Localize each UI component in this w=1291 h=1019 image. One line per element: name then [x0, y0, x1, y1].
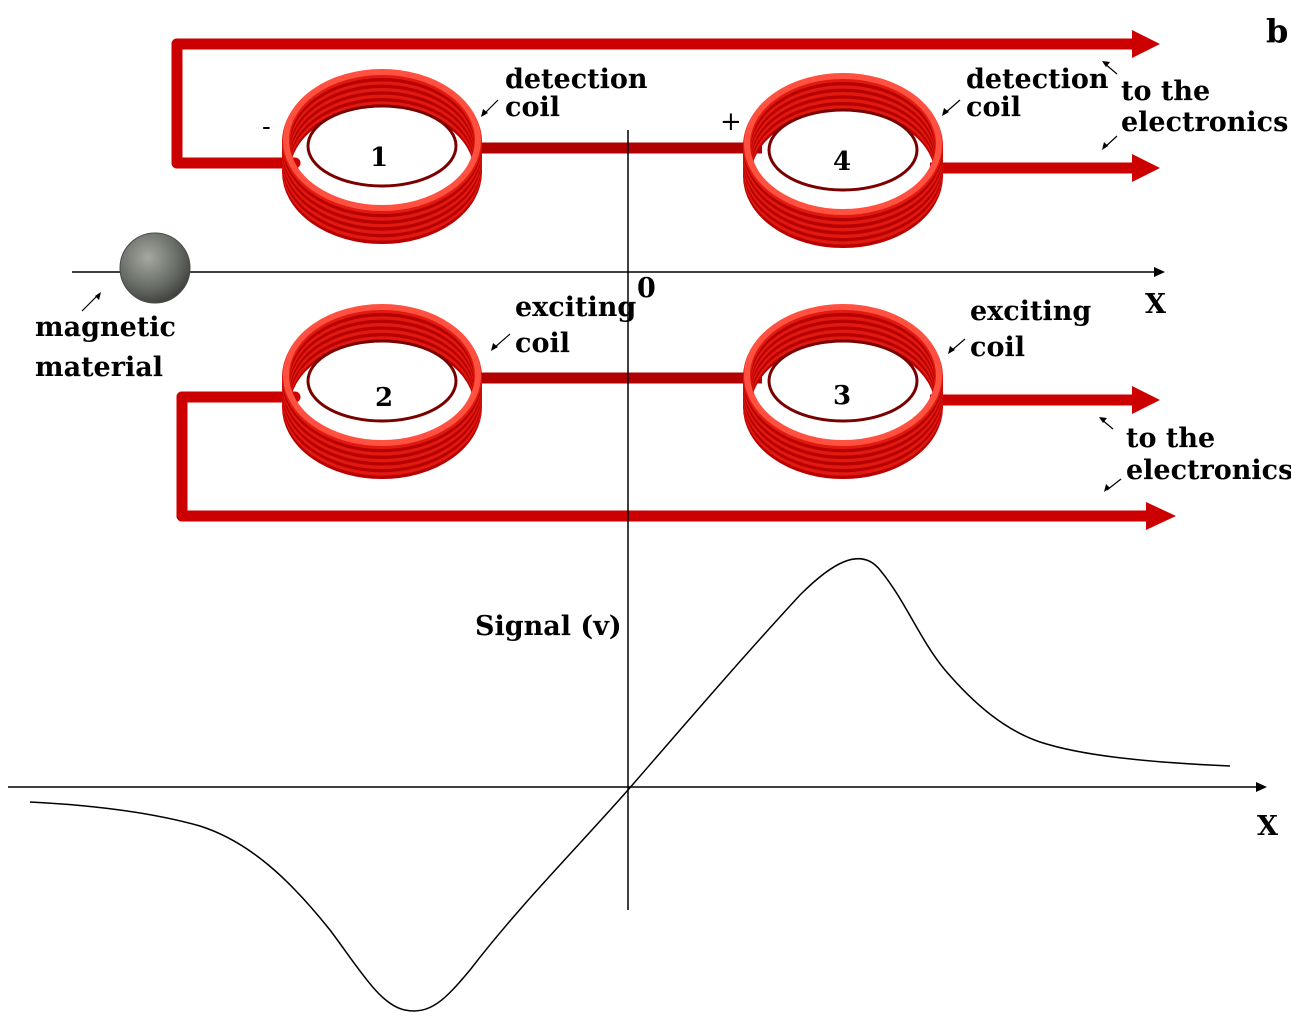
coil-2 — [282, 304, 482, 479]
coil-1 — [282, 69, 482, 244]
exciting-wiring — [176, 372, 1176, 530]
coil-1-number: 1 — [370, 143, 388, 173]
detection-coil-left-line1: detection — [505, 64, 648, 95]
exciting-coil-right-line2: coil — [970, 332, 1025, 363]
coil-2-number: 2 — [375, 383, 393, 413]
detection-coil-right-line1: detection — [966, 64, 1109, 95]
to-electronics-bottom-line2: electronics — [1126, 455, 1291, 486]
detection-coil-left-line2: coil — [505, 92, 560, 123]
coil-3 — [743, 304, 943, 479]
exciting-coil-right-line1: exciting — [970, 296, 1091, 327]
exciting-coil-left-line2: coil — [515, 328, 570, 359]
to-electronics-top-line2: electronics — [1121, 107, 1288, 138]
signal-axis-label: Signal (v) — [475, 611, 622, 642]
x-axis-bottom-label: X — [1257, 811, 1278, 842]
coil-4-sign: + — [720, 107, 742, 137]
x-axis-top-label: X — [1145, 289, 1166, 320]
origin-label: 0 — [637, 273, 656, 304]
coil-4-number: 4 — [833, 147, 851, 177]
coil-4 — [743, 73, 943, 248]
magnetic-material-line1: magnetic — [35, 312, 176, 343]
exciting-coil-left-line1: exciting — [515, 292, 636, 323]
magnetic-material-sphere — [119, 232, 191, 304]
coils — [282, 69, 943, 479]
upper-x-axis — [72, 130, 1165, 545]
coil-1-sign: - — [262, 112, 271, 142]
coil-3-number: 3 — [833, 381, 851, 411]
detection-coil-right-line2: coil — [966, 92, 1021, 123]
detection-wiring — [171, 30, 1160, 182]
panel-label: b — [1266, 12, 1288, 50]
magnetic-material-line2: material — [35, 352, 163, 383]
to-electronics-bottom-line1: to the — [1126, 423, 1215, 454]
signal-curve — [29, 558, 1231, 1012]
to-electronics-top-line1: to the — [1121, 76, 1210, 107]
labels: b - + 1 4 2 3 detection coil detection c… — [35, 12, 1291, 842]
signal-plot — [8, 545, 1267, 1012]
